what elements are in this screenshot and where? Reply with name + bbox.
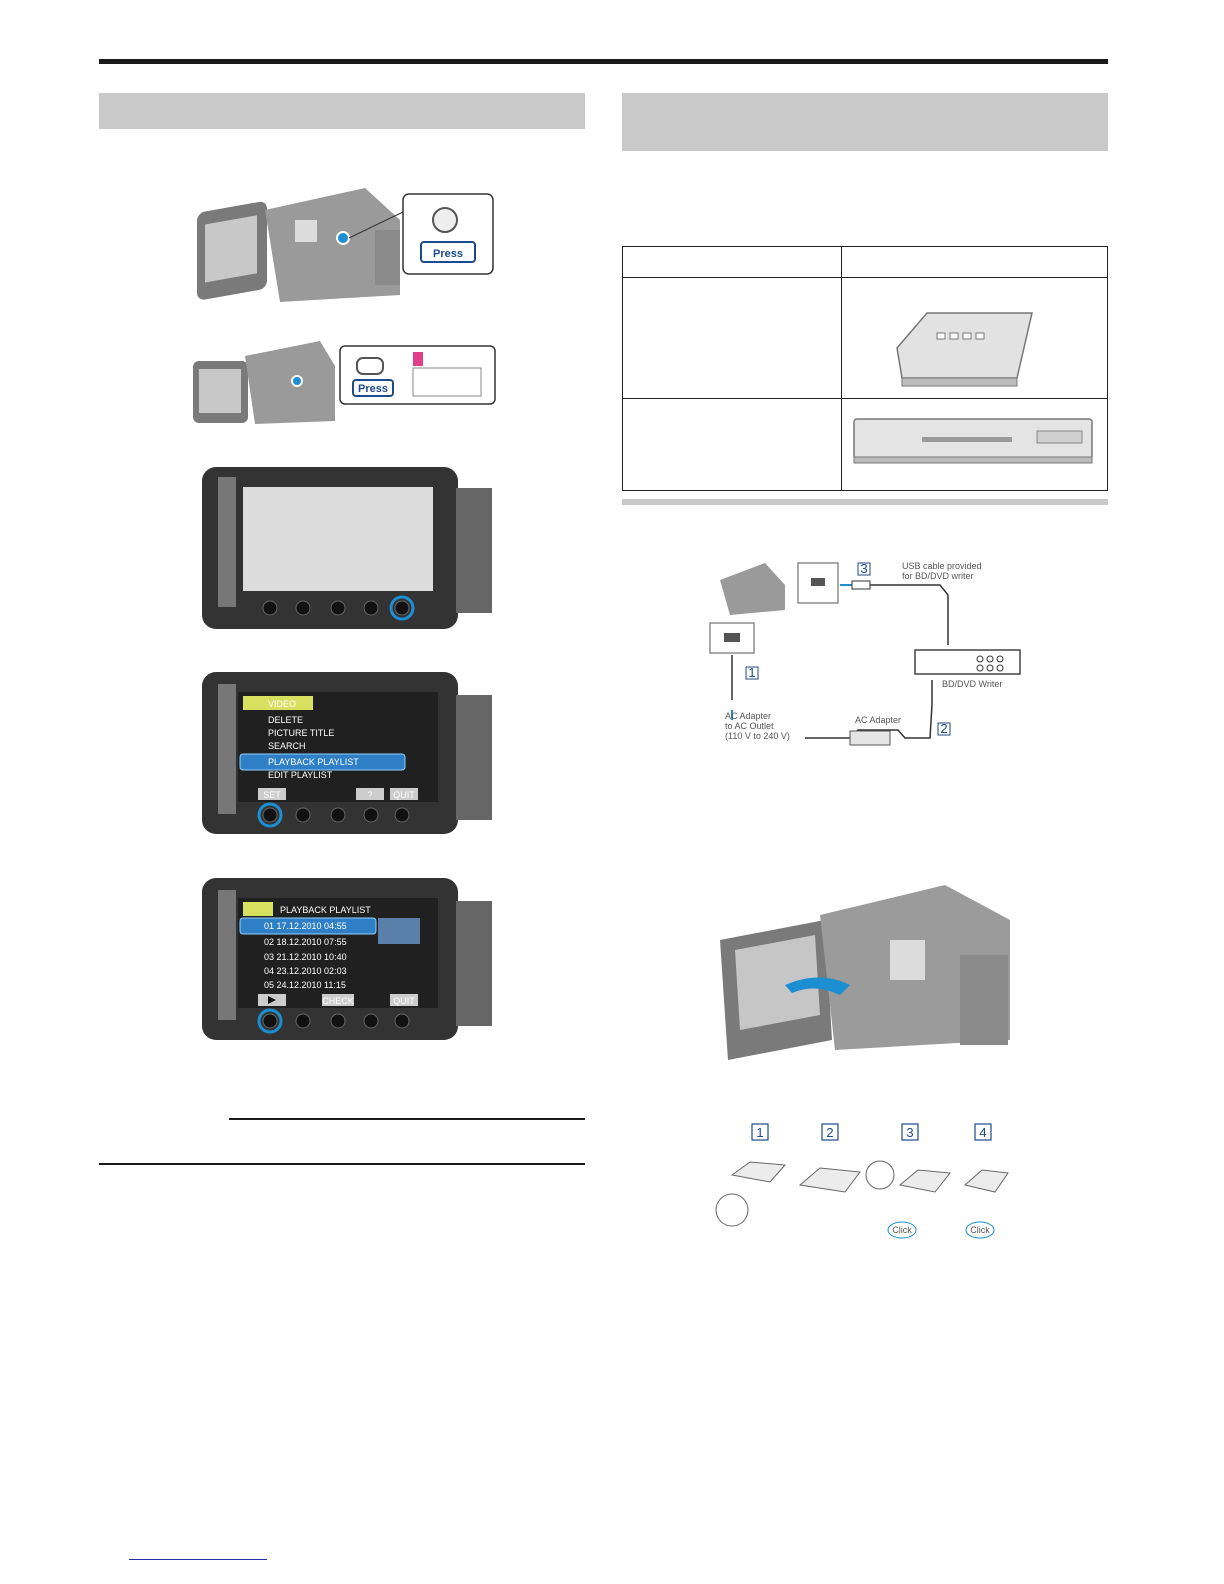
playlist-header: PLAYBACK PLAYLIST — [280, 905, 371, 915]
top-rule — [99, 59, 1108, 64]
click-label-2: Click — [970, 1225, 990, 1235]
press-label-small: Press — [358, 383, 388, 395]
camcorder-playback-illustration: Press — [197, 188, 494, 302]
playlist-screen-illustration: PLAYBACK PLAYLIST 01 17.12.2010 04:55 02… — [202, 878, 492, 1040]
table-row — [622, 277, 1108, 399]
section-header-right — [622, 93, 1108, 151]
table-header-cell — [622, 246, 842, 278]
menu-screen-illustration: VIDEO DELETE PICTURE TITLE SEARCH PLAYBA… — [202, 672, 492, 834]
click-label-1: Click — [892, 1225, 912, 1235]
table-header-cell — [841, 246, 1108, 278]
setup-step-4: 4 — [979, 1125, 986, 1140]
outlet-line3: (110 V to 240 V) — [725, 731, 790, 741]
menu-header: VIDEO — [268, 699, 296, 709]
bottom-link-underline[interactable] — [129, 1559, 267, 1560]
section-header-left — [99, 93, 585, 129]
table-cell-image — [841, 277, 1108, 399]
play-icon[interactable] — [268, 996, 276, 1004]
menu-item-5[interactable]: EDIT PLAYLIST — [268, 770, 333, 780]
playlist-item-5[interactable]: 05 24.12.2010 11:15 — [264, 980, 346, 990]
camcorder-mode-illustration: Press — [193, 341, 496, 424]
outlet-line1: AC Adapter — [725, 711, 771, 721]
setup-step-1: 1 — [756, 1125, 763, 1140]
menu-quit-button[interactable]: QUIT — [393, 790, 415, 800]
connection-diagram: 3 USB cable provided for BD/DVD writer B… — [709, 561, 1021, 746]
menu-item-3[interactable]: SEARCH — [268, 741, 306, 751]
menu-set-button[interactable]: SET — [263, 790, 281, 800]
writer-setup-steps: 1 2 3 4 Click Click — [715, 1123, 1009, 1239]
menu-item-4[interactable]: PLAYBACK PLAYLIST — [268, 757, 359, 767]
device-table — [622, 246, 1108, 491]
dvd-recorder-illustration — [853, 418, 1093, 464]
camcorder-open-lcd-illustration — [720, 885, 1010, 1060]
table-row — [622, 398, 1108, 491]
step1-label: 1 — [748, 665, 755, 680]
outlet-line2: to AC Outlet — [725, 721, 774, 731]
menu-item-1[interactable]: DELETE — [268, 715, 303, 725]
section-end-rule — [99, 1163, 585, 1165]
playlist-item-4[interactable]: 04 23.12.2010 02:03 — [264, 966, 347, 976]
bd-dvd-writer-illustration — [896, 312, 1033, 387]
usb-label-line1: USB cable provided — [902, 561, 982, 571]
table-cell — [622, 277, 842, 399]
ac-adapter-label: AC Adapter — [855, 715, 901, 725]
playlist-item-1[interactable]: 01 17.12.2010 04:55 — [264, 921, 347, 931]
setup-step-3: 3 — [906, 1125, 913, 1140]
table-cell-image — [841, 398, 1108, 491]
table-row — [622, 246, 1108, 278]
playlist-check-button[interactable]: CHECK — [322, 996, 354, 1006]
step2-label: 2 — [940, 721, 947, 736]
playlist-quit-button[interactable]: QUIT — [393, 996, 415, 1006]
playlist-item-3[interactable]: 03 21.12.2010 10:40 — [264, 952, 347, 962]
usb-label-line2: for BD/DVD writer — [902, 571, 974, 581]
playlist-item-2[interactable]: 02 18.12.2010 07:55 — [264, 937, 347, 947]
press-label: Press — [433, 248, 463, 260]
table-cell — [622, 398, 842, 491]
step3-label: 3 — [860, 561, 867, 576]
lcd-menu-button-illustration — [202, 467, 492, 629]
subsection-rule — [622, 499, 1108, 505]
menu-help-button[interactable]: ? — [367, 790, 372, 800]
menu-item-2[interactable]: PICTURE TITLE — [268, 728, 334, 738]
writer-label: BD/DVD Writer — [942, 679, 1002, 689]
memo-rule — [229, 1118, 585, 1120]
setup-step-2: 2 — [826, 1125, 833, 1140]
